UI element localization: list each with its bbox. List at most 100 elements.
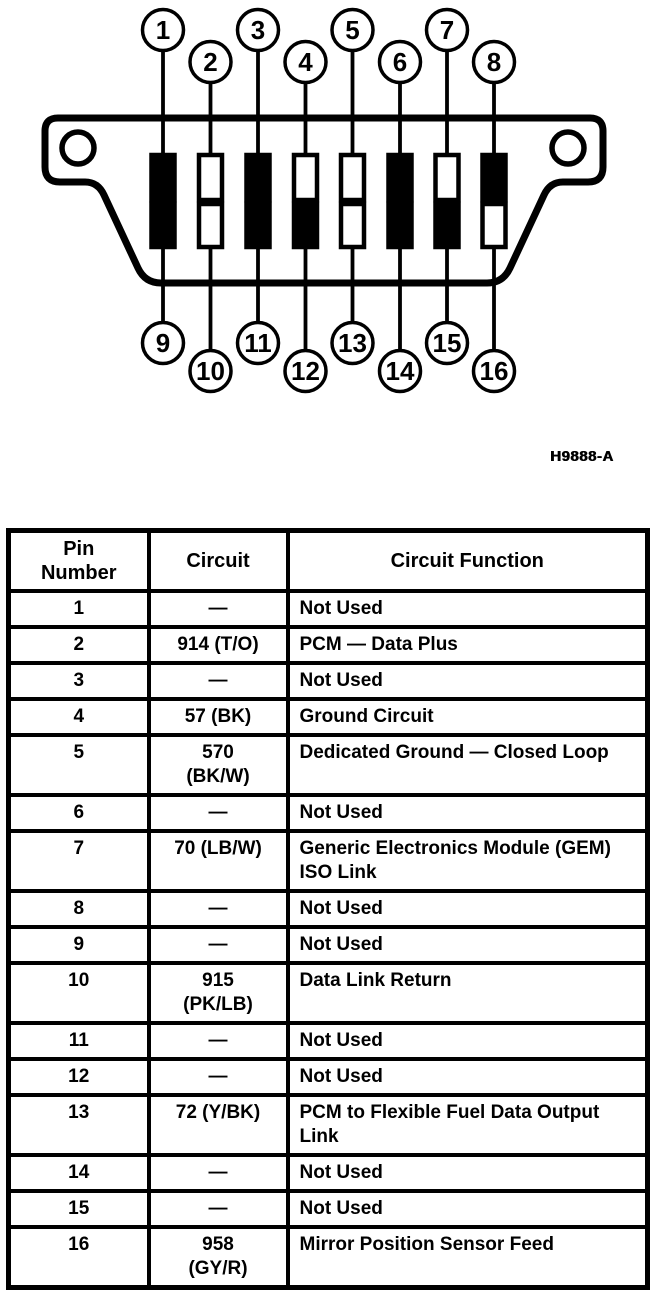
cell-circuit: 72 (Y/BK) (146, 1093, 290, 1157)
cell-circuit-function: Not Used (285, 661, 650, 701)
table-row: 8—Not Used (6, 889, 650, 929)
pin-number-circle (235, 7, 281, 53)
cell-circuit: 57 (BK) (146, 697, 290, 737)
cell-circuit-function: Not Used (285, 889, 650, 929)
pin-number-circle (140, 320, 186, 366)
cell-pin-number: 13 (6, 1093, 151, 1157)
pin-contact-11 (244, 201, 272, 250)
cell-pin-number: 10 (6, 961, 151, 1025)
pin-number-circle (377, 39, 423, 85)
cell-pin-number: 5 (6, 733, 151, 797)
pin-contact-4 (291, 152, 320, 203)
pin-number-circle (471, 39, 517, 85)
cell-pin-number: 12 (6, 1057, 151, 1097)
cell-circuit: — (146, 889, 290, 929)
pin-number-label: 1 (156, 15, 170, 45)
cell-circuit: 914 (T/O) (146, 625, 290, 665)
pin-number-circle (235, 320, 281, 366)
cell-circuit: 570 (BK/W) (146, 733, 290, 797)
pin-number-circle (377, 348, 423, 394)
pin-number-label: 12 (291, 356, 320, 386)
cell-circuit-function: Not Used (285, 925, 650, 965)
cell-circuit: — (146, 589, 290, 629)
table-row: 1—Not Used (6, 589, 650, 629)
cell-pin-number: 4 (6, 697, 151, 737)
table-row: 12—Not Used (6, 1057, 650, 1097)
cell-circuit-function: Not Used (285, 1189, 650, 1229)
pin-contact-1 (149, 152, 177, 203)
connector-outline (41, 114, 607, 287)
cell-circuit: — (146, 1057, 290, 1097)
pin-number-label: 8 (487, 47, 501, 77)
cell-pin-number: 2 (6, 625, 151, 665)
pin-number-circle (283, 39, 328, 85)
pin-number-label: 9 (156, 328, 170, 358)
cell-pin-number: 6 (6, 793, 151, 833)
cell-circuit: 958 (GY/R) (146, 1225, 290, 1290)
cell-pin-number: 14 (6, 1153, 151, 1193)
pin-number-circle (330, 7, 375, 53)
col-header-pin-number: Pin Number (6, 528, 151, 593)
pin-number-label: 2 (203, 47, 217, 77)
pin-number-label: 6 (393, 47, 407, 77)
table-row: 6—Not Used (6, 793, 650, 833)
cell-pin-number: 9 (6, 925, 151, 965)
pin-number-label: 10 (196, 356, 225, 386)
cell-pin-number: 7 (6, 829, 151, 893)
table-row: 11—Not Used (6, 1021, 650, 1061)
pin-number-label: 13 (338, 328, 367, 358)
cell-circuit: — (146, 1189, 290, 1229)
cell-circuit: — (146, 1153, 290, 1193)
figure-label: H9888-A (550, 448, 614, 465)
cell-circuit-function: PCM — Data Plus (285, 625, 650, 665)
mounting-hole-right-icon (549, 129, 587, 167)
table-row: 3—Not Used (6, 661, 650, 701)
cell-circuit-function: Not Used (285, 589, 650, 629)
cell-circuit: — (146, 661, 290, 701)
pin-contact-13 (338, 201, 367, 250)
pin-number-label: 15 (433, 328, 462, 358)
pin-number-label: 5 (345, 15, 359, 45)
col-header-circuit: Circuit (146, 528, 290, 593)
pin-contact-5 (338, 152, 367, 203)
cell-pin-number: 15 (6, 1189, 151, 1229)
pin-contact-16 (480, 201, 508, 250)
table-row: 9—Not Used (6, 925, 650, 965)
cell-pin-number: 3 (6, 661, 151, 701)
pin-number-label: 3 (251, 15, 265, 45)
pin-number-circle (188, 348, 233, 394)
cell-pin-number: 16 (6, 1225, 151, 1290)
cell-circuit: 70 (LB/W) (146, 829, 290, 893)
pin-number-label: 4 (298, 47, 313, 77)
cell-circuit-function: PCM to Flexible Fuel Data Output Link (285, 1093, 650, 1157)
pin-contact-7 (433, 152, 461, 203)
pin-number-circle (283, 348, 328, 394)
pin-contact-8 (480, 152, 508, 203)
cell-circuit: — (146, 793, 290, 833)
cell-circuit: — (146, 1021, 290, 1061)
pin-number-label: 16 (480, 356, 509, 386)
pin-contact-15 (433, 201, 461, 250)
cell-circuit-function: Ground Circuit (285, 697, 650, 737)
pin-contact-6 (386, 152, 414, 203)
pin-number-circle (330, 320, 375, 366)
pin-contact-2 (196, 152, 225, 203)
pin-number-label: 11 (244, 328, 272, 358)
cell-circuit: 915 (PK/LB) (146, 961, 290, 1025)
cell-circuit-function: Dedicated Ground — Closed Loop (285, 733, 650, 797)
pin-contact-14 (386, 201, 414, 250)
cell-pin-number: 11 (6, 1021, 151, 1061)
cell-pin-number: 8 (6, 889, 151, 929)
cell-circuit-function: Not Used (285, 1021, 650, 1061)
pin-contact-12 (291, 201, 320, 250)
cell-circuit: — (146, 925, 290, 965)
cell-circuit-function: Generic Electronics Module (GEM) ISO Lin… (285, 829, 650, 893)
cell-circuit-function: Not Used (285, 793, 650, 833)
pin-number-circle (424, 7, 470, 53)
cell-circuit-function: Data Link Return (285, 961, 650, 1025)
